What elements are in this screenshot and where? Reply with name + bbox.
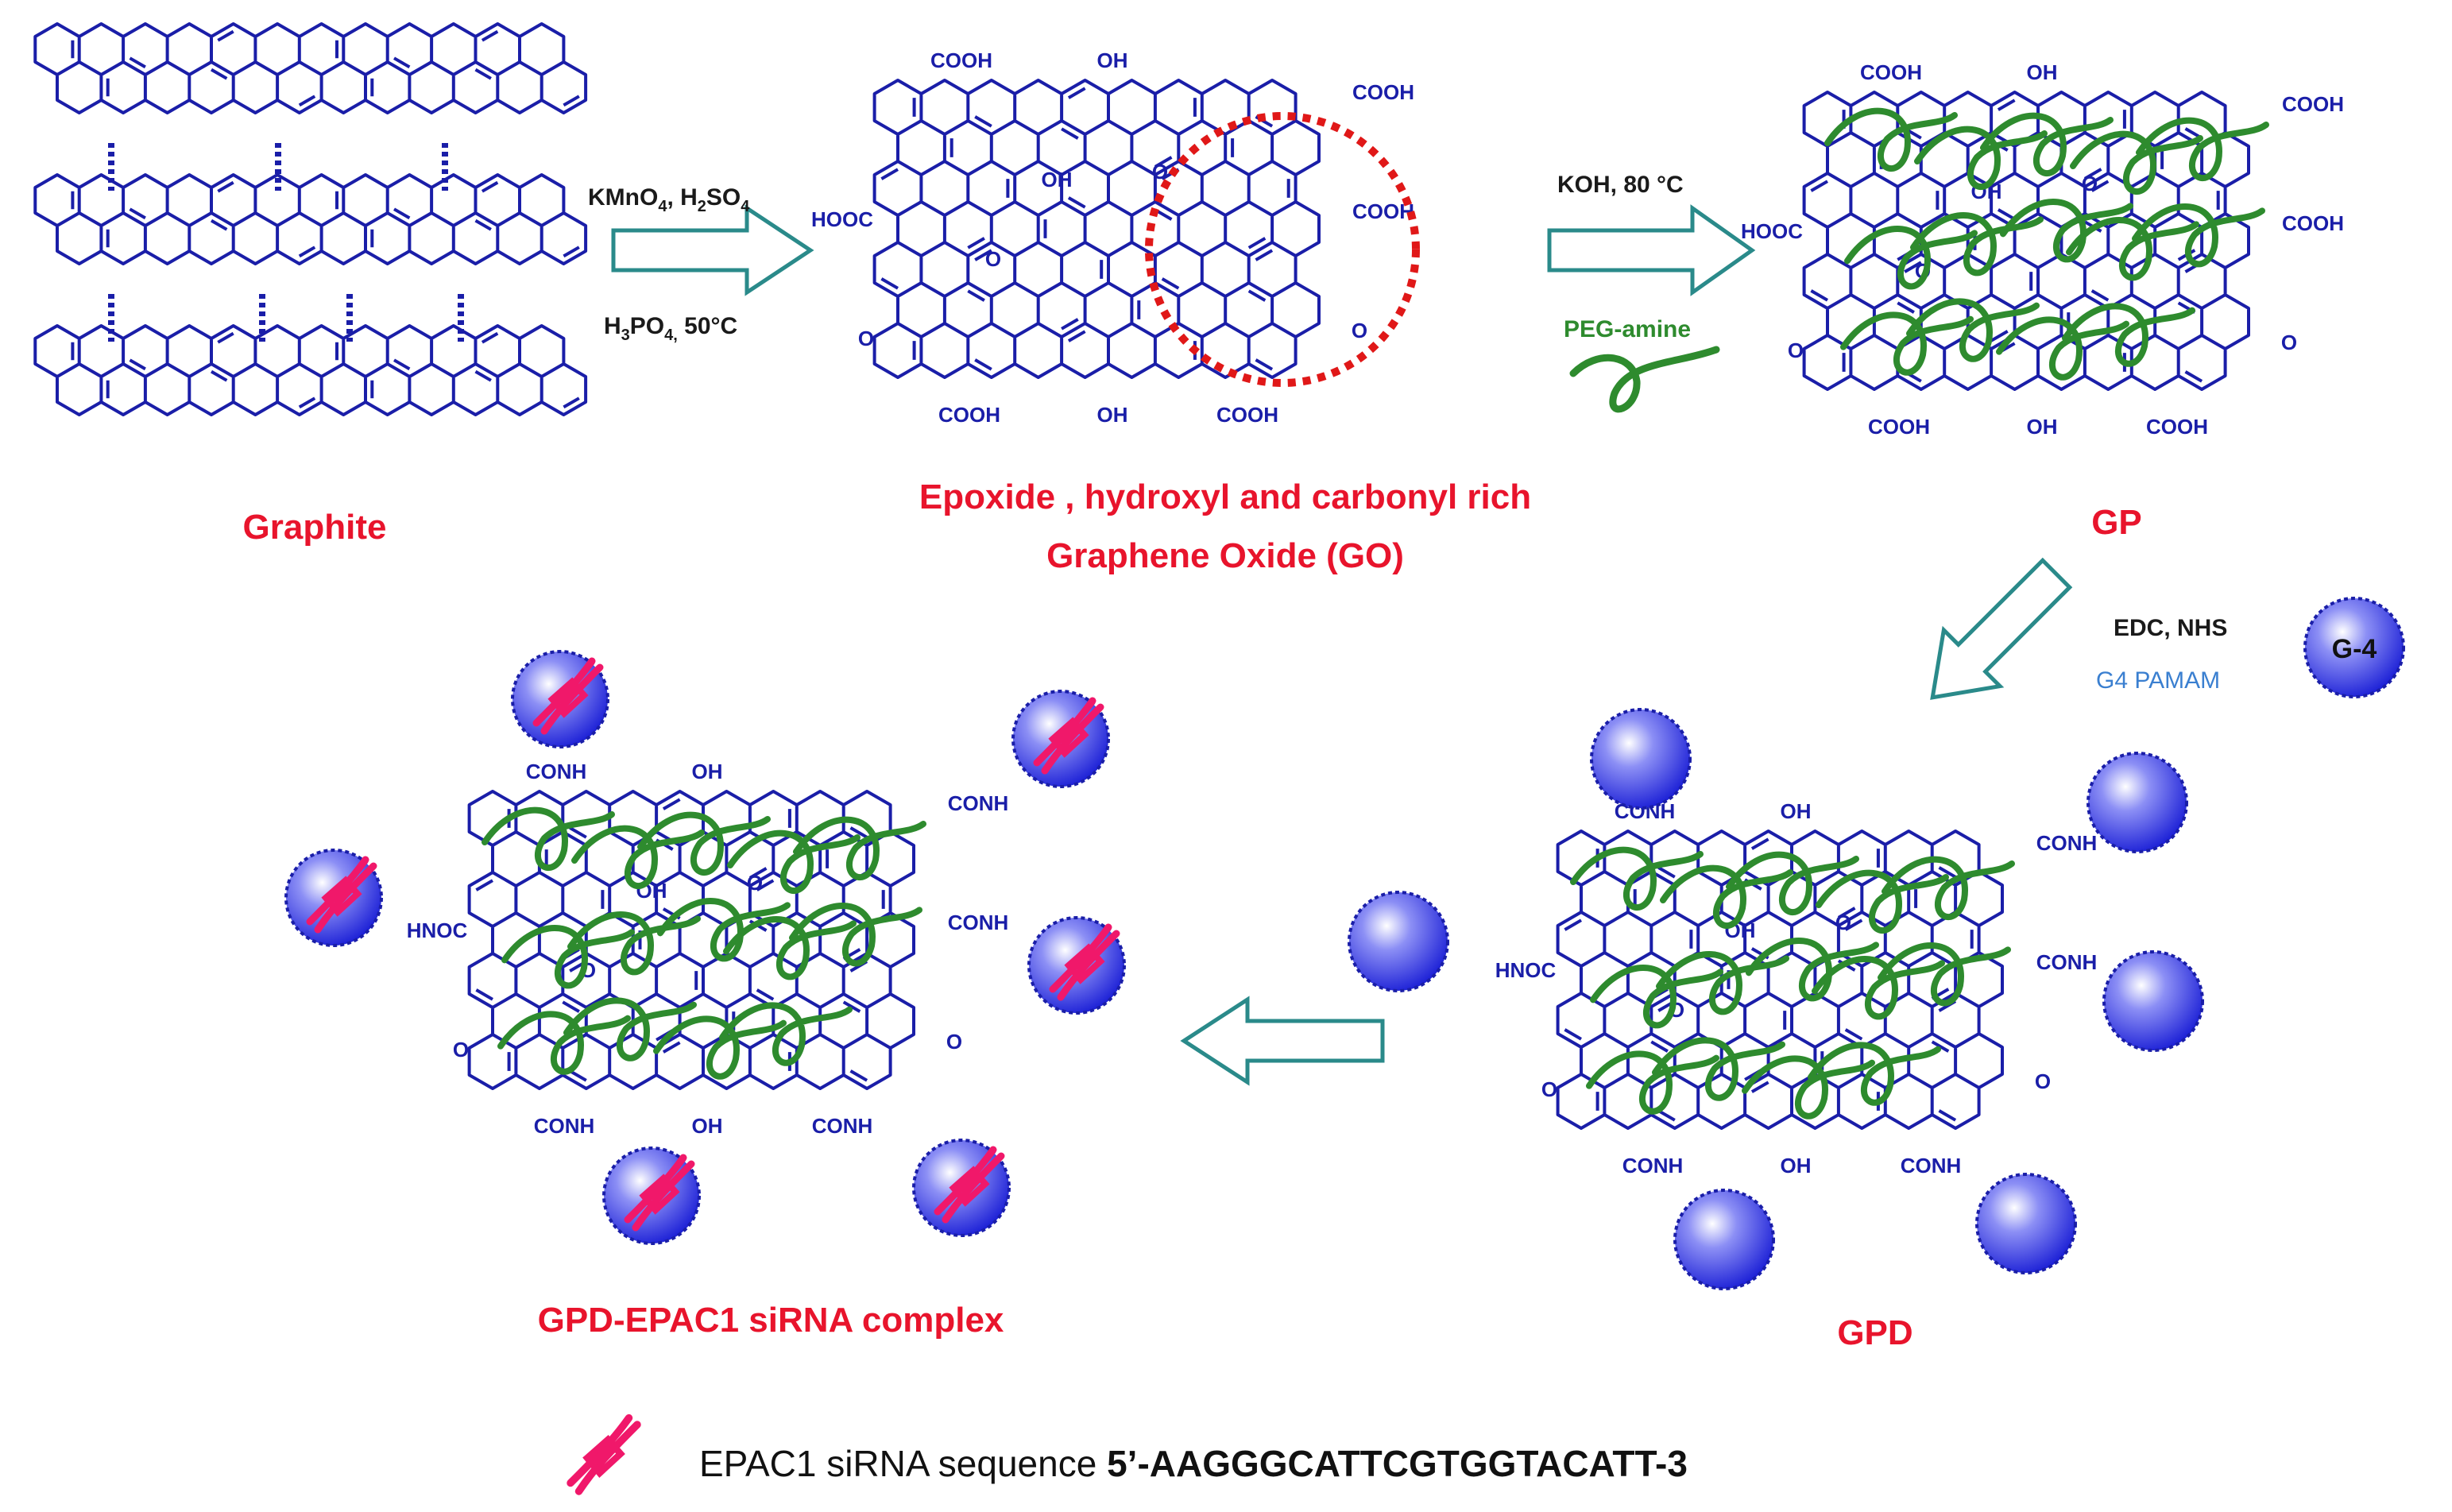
functional-group-left: HNOC [1495,958,1557,982]
functional-group-epoxide: O [1835,911,1851,934]
functional-group-bottom-left: CONH [1622,1154,1684,1178]
functional-group-oh: OH [692,760,723,783]
sirna-icon [1033,697,1104,775]
functional-group-oh: OH [636,879,667,903]
reaction-arrow-2 [1547,204,1756,296]
sirna-legend-text: EPAC1 siRNA sequence 5’-AAGGGCATTCGTGGTA… [699,1443,1688,1484]
functional-group-top-right: CONH [948,791,1009,815]
functional-group-left: HNOC [407,918,468,942]
functional-group-epoxide: O [2082,172,2098,195]
go-highlight-circle [1145,112,1420,387]
reaction-arrow-4 [1180,996,1385,1086]
functional-group-oh: OH [2027,415,2058,439]
svg-text:G-4: G-4 [2332,634,2377,664]
functional-group-o: O [1788,338,1804,362]
functional-group-right: COOH [2282,211,2344,235]
dendrimer-1 [1590,708,1692,810]
functional-group-bottom-left: CONH [534,1114,595,1138]
dendrimer-4 [1348,891,1449,992]
sirna-icon [1049,923,1120,1001]
reagent-edc-nhs: EDC, NHS [2114,615,2227,641]
complex-label: GPD-EPAC1 siRNA complex [538,1301,1004,1340]
peg-chains [1824,107,2269,381]
reaction-arrow-3 [1930,557,2073,700]
sirna-icon [624,1154,695,1232]
functional-group-left: HOOC [811,207,873,231]
functional-group-top-right: COOH [1352,80,1414,104]
functional-group-oh: OH [1725,918,1756,942]
functional-group-oh: OH [2027,60,2058,84]
functional-group-top-right: CONH [2036,831,2098,855]
functional-group-o: O [453,1038,469,1061]
functional-group-top-right: COOH [2282,92,2344,116]
functional-group-oh: OH [1097,48,1128,72]
peg-chains [482,806,926,1080]
functional-group-right: CONH [948,911,1009,934]
functional-group-o: O [2035,1069,2051,1093]
reagent-koh: KOH, 80 °C [1557,172,1684,198]
peg-amine-label: PEG-amine [1564,316,1691,342]
functional-group-oh: OH [692,1114,723,1138]
go-label-line1: Epoxide , hydroxyl and carbonyl rich [919,478,1531,516]
gp-label: GP [2091,503,2142,542]
functional-group-epoxide: O [985,247,1001,271]
functional-group-o: O [858,327,874,350]
peg-chains [1570,846,2015,1119]
dendrimer-6 [1975,1173,2077,1274]
functional-group-o: O [2281,331,2297,354]
dendrimer-2 [2087,752,2188,853]
sirna-icon [934,1146,1005,1224]
functional-group-right: CONH [2036,950,2098,974]
sirna-icon [532,657,604,735]
functional-group-o: O [1352,319,1367,342]
functional-group-top-left: CONH [526,760,587,783]
functional-group-top-left: COOH [1860,60,1922,84]
dendrimer-5 [1673,1189,1775,1290]
functional-group-bottom-left: COOH [1868,415,1930,439]
reagent-kmno4-h2so4: KMnO4, H2SO4 [588,184,750,215]
go-label-line2: Graphene Oxide (GO) [1046,536,1404,575]
functional-group-bottom-right: CONH [812,1114,873,1138]
dendrimer-3 [2102,950,2204,1052]
reagent-h3po4-temp: H3PO4, 50°C [604,313,737,344]
functional-group-oh: OH [1781,1154,1812,1178]
functional-group-oh: OH [1097,403,1128,427]
functional-group-bottom-right: COOH [1216,403,1278,427]
peg-chain-icon [1569,346,1720,413]
functional-group-oh: OH [1042,168,1073,191]
functional-group-epoxide: O [1152,160,1168,184]
gpd-label: GPD [1837,1313,1912,1352]
graphite-structure [33,22,588,416]
functional-group-bottom-left: COOH [938,403,1000,427]
functional-group-bottom-right: CONH [1901,1154,1962,1178]
functional-group-epoxide: O [747,871,763,895]
functional-group-left: HOOC [1741,219,1803,243]
functional-group-top-left: COOH [930,48,992,72]
sirna-legend-icon [567,1413,641,1495]
g4-dendrimer-icon: G-4 [2303,597,2405,698]
functional-group-oh: OH [1781,799,1812,823]
graphite-label: Graphite [243,508,387,547]
sirna-icon [306,856,377,934]
reaction-arrow-1 [611,204,814,296]
g4-pamam-label: G4 PAMAM [2096,667,2220,694]
functional-group-o: O [946,1030,962,1054]
functional-group-bottom-right: COOH [2146,415,2208,439]
functional-group-o: O [1541,1077,1557,1101]
